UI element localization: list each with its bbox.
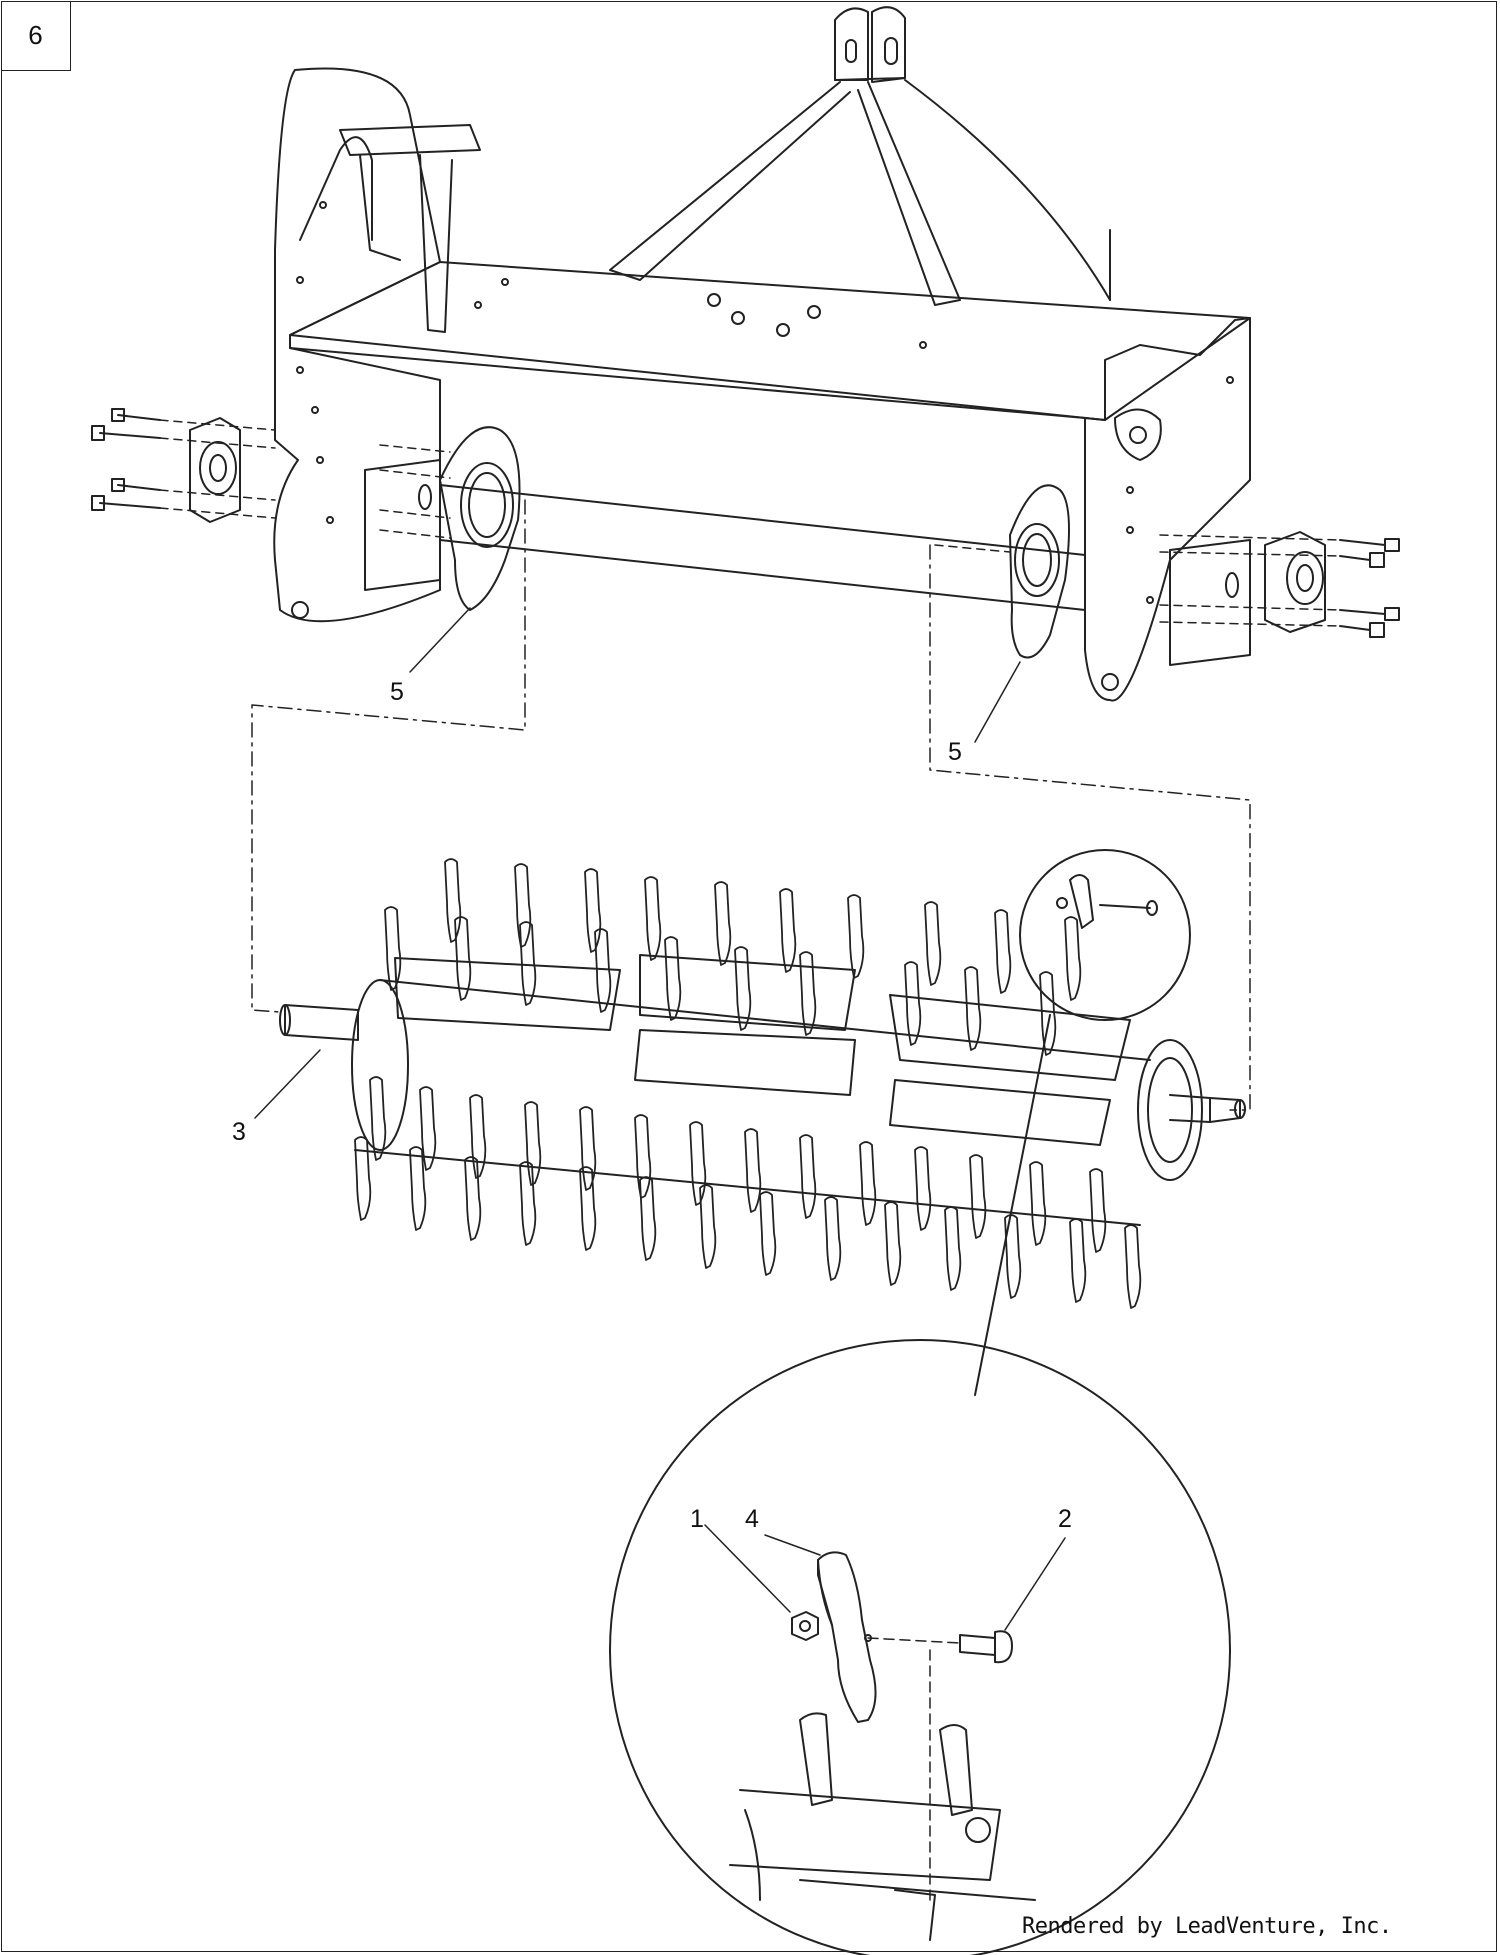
render-credit: Rendered by LeadVenture, Inc. bbox=[1022, 1914, 1392, 1939]
callout-5-left: 5 bbox=[390, 678, 404, 706]
callout-3: 3 bbox=[232, 1118, 246, 1146]
tine-row-top bbox=[384, 858, 1082, 1056]
page-number: 6 bbox=[1, 1, 71, 71]
right-flange-plate bbox=[1009, 484, 1070, 659]
leader-lines bbox=[254, 607, 1066, 1631]
enlarged-detail-view bbox=[609, 1339, 1231, 1955]
callout-2: 2 bbox=[1058, 1505, 1072, 1533]
rotor-assembly bbox=[279, 954, 1246, 1226]
left-bearing-assembly bbox=[91, 408, 451, 539]
callout-4: 4 bbox=[745, 1505, 759, 1533]
assembly-reference-lines bbox=[251, 499, 1251, 1111]
right-bearing-assembly bbox=[934, 531, 1400, 638]
left-flange-plate bbox=[439, 426, 521, 611]
tiller-frame bbox=[273, 6, 1251, 702]
detail-reference-circle bbox=[974, 849, 1191, 1396]
tine-row-bottom bbox=[354, 1076, 1142, 1309]
callout-1: 1 bbox=[690, 1505, 704, 1533]
rotor-tines bbox=[354, 858, 1142, 1309]
callout-5-right: 5 bbox=[948, 738, 962, 766]
